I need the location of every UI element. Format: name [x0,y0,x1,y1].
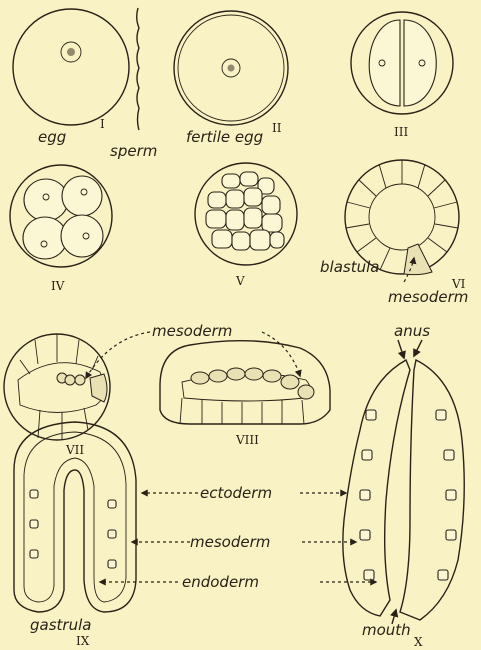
label-endoderm: endoderm [182,573,259,591]
sperm [137,8,139,130]
label-blastula: blastula [320,258,379,276]
label-egg: egg [38,128,66,146]
label-fertile-egg: fertile egg [186,128,263,146]
numeral-vii: VII [65,443,84,457]
label-gastrula: gastrula [30,616,91,634]
label-mouth: mouth [362,621,411,639]
stage-ii-fertile-egg [174,11,288,125]
label-mesoderm-ix: mesoderm [190,533,270,551]
label-sperm: sperm [110,142,157,160]
stage-x-larva [343,360,464,620]
stage-i-egg [13,9,129,125]
numeral-v: V [235,274,245,288]
numeral-viii: VIII [235,433,259,447]
stage-iv-four-cell [10,165,112,267]
stage-iii-two-cell [351,12,453,114]
label-ectoderm: ectoderm [200,484,272,502]
numeral-ii: II [272,121,282,135]
numeral-iv: IV [51,279,65,293]
label-mesoderm-vii: mesoderm [152,322,232,340]
stage-viii [160,341,330,424]
label-anus: anus [394,322,430,340]
stage-v-morula [195,163,297,265]
numeral-iii: III [394,125,408,139]
numeral-i: I [100,117,105,131]
numeral-x: X [414,635,423,649]
numeral-ix: IX [76,634,90,648]
numeral-vi: VI [451,277,466,291]
